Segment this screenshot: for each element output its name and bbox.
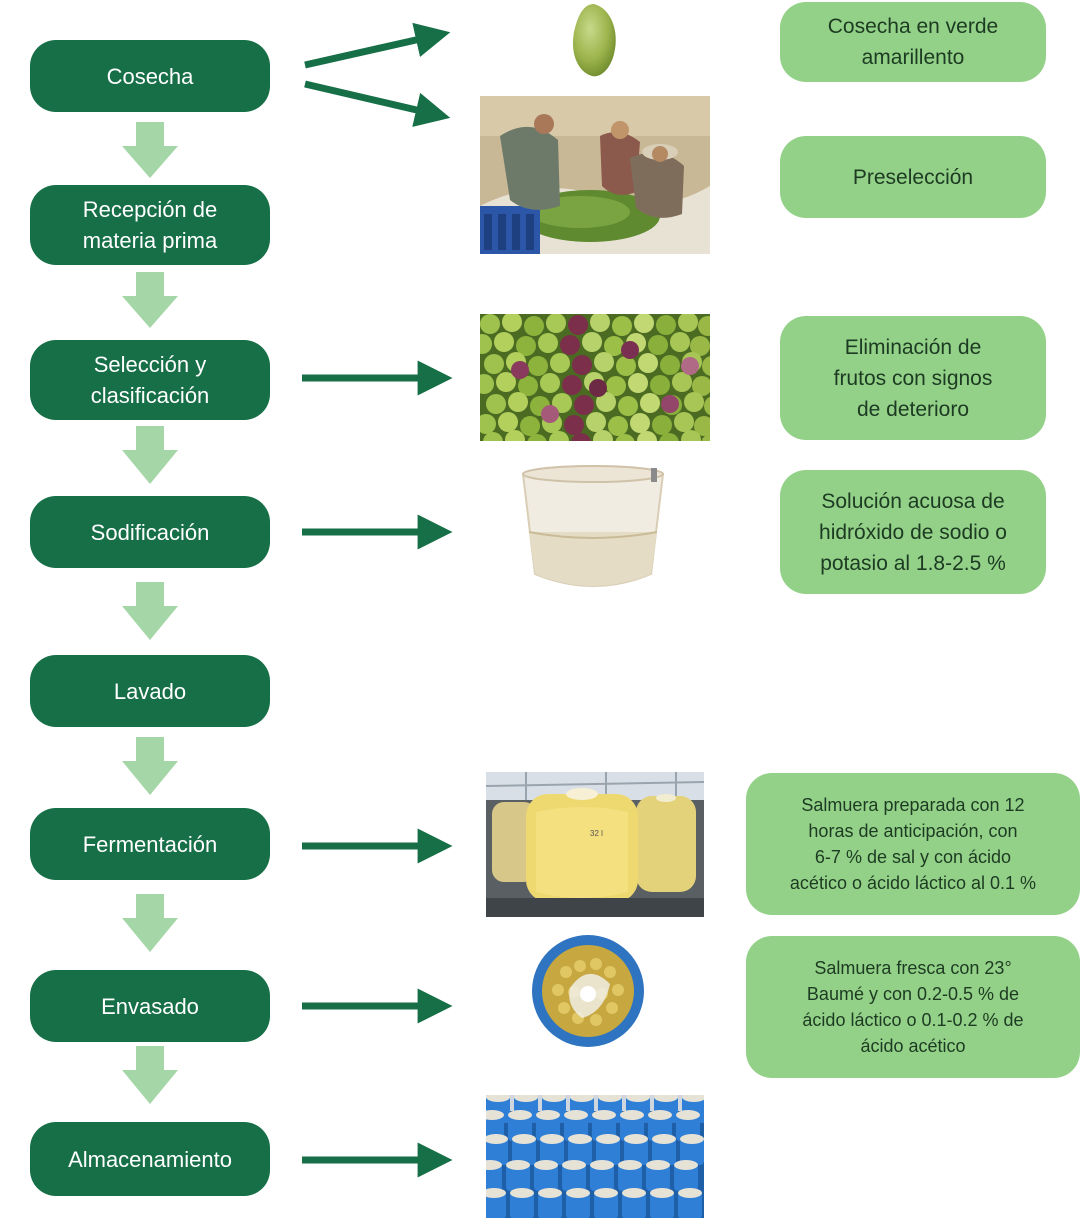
fermentation-tanks-photo: 32 l <box>486 772 704 917</box>
storage-barrels-photo <box>486 1095 704 1218</box>
note-text: Salmuera preparada con 12 horas de antic… <box>789 795 1037 893</box>
step-label: Lavado <box>113 678 187 704</box>
down-arrow <box>122 426 178 484</box>
step-seleccion: Selección y clasificación <box>30 340 270 420</box>
step-lavado: Lavado <box>30 655 270 727</box>
svg-text:32 l: 32 l <box>590 829 603 838</box>
step-label: Cosecha <box>106 63 194 89</box>
step-almacenamiento: Almacenamiento <box>30 1122 270 1196</box>
step-recepcion: Recepción de materia prima <box>30 185 270 265</box>
step-label: Fermentación <box>82 831 218 857</box>
harvest-workers-photo <box>480 96 710 254</box>
down-arrow <box>122 272 178 328</box>
step-fermentacion: Fermentación <box>30 808 270 880</box>
down-arrow <box>122 1046 178 1104</box>
packed-olives-barrel-photo <box>532 935 644 1047</box>
note-salmuera-fresca: Salmuera fresca con 23° Baumé y con 0.2-… <box>746 936 1080 1078</box>
right-arrow <box>304 22 451 69</box>
sorted-olives-photo <box>480 314 710 441</box>
olive-fruit-photo <box>572 4 616 77</box>
down-arrow <box>122 737 178 795</box>
down-arrow <box>122 122 178 178</box>
note-text: Cosecha en verde amarillento <box>827 15 999 69</box>
step-envasado: Envasado <box>30 970 270 1042</box>
note-preseleccion: Preselección <box>780 136 1046 218</box>
note-text: Solución acuosa de hidróxido de sodio o … <box>819 489 1007 575</box>
note-solucion: Solución acuosa de hidróxido de sodio o … <box>780 470 1046 594</box>
down-arrow <box>122 894 178 952</box>
note-text: Salmuera fresca con 23° Baumé y con 0.2-… <box>802 958 1024 1056</box>
step-label: Sodificación <box>90 519 210 545</box>
soda-tank-photo <box>521 465 665 587</box>
right-arrow <box>304 80 451 127</box>
note-text: Eliminación de frutos con signos de dete… <box>833 335 993 421</box>
step-label: Envasado <box>101 993 199 1019</box>
note-text: Preselección <box>852 165 974 189</box>
step-label: Recepción de materia prima <box>82 197 218 253</box>
note-salmuera-preparada: Salmuera preparada con 12 horas de antic… <box>746 773 1080 915</box>
step-cosecha: Cosecha <box>30 40 270 112</box>
note-eliminacion: Eliminación de frutos con signos de dete… <box>780 316 1046 440</box>
step-sodificacion: Sodificación <box>30 496 270 568</box>
note-cosecha-verde: Cosecha en verde amarillento <box>780 2 1046 82</box>
down-arrow <box>122 582 178 640</box>
step-label: Selección y clasificación <box>90 352 210 408</box>
step-label: Almacenamiento <box>68 1146 232 1172</box>
